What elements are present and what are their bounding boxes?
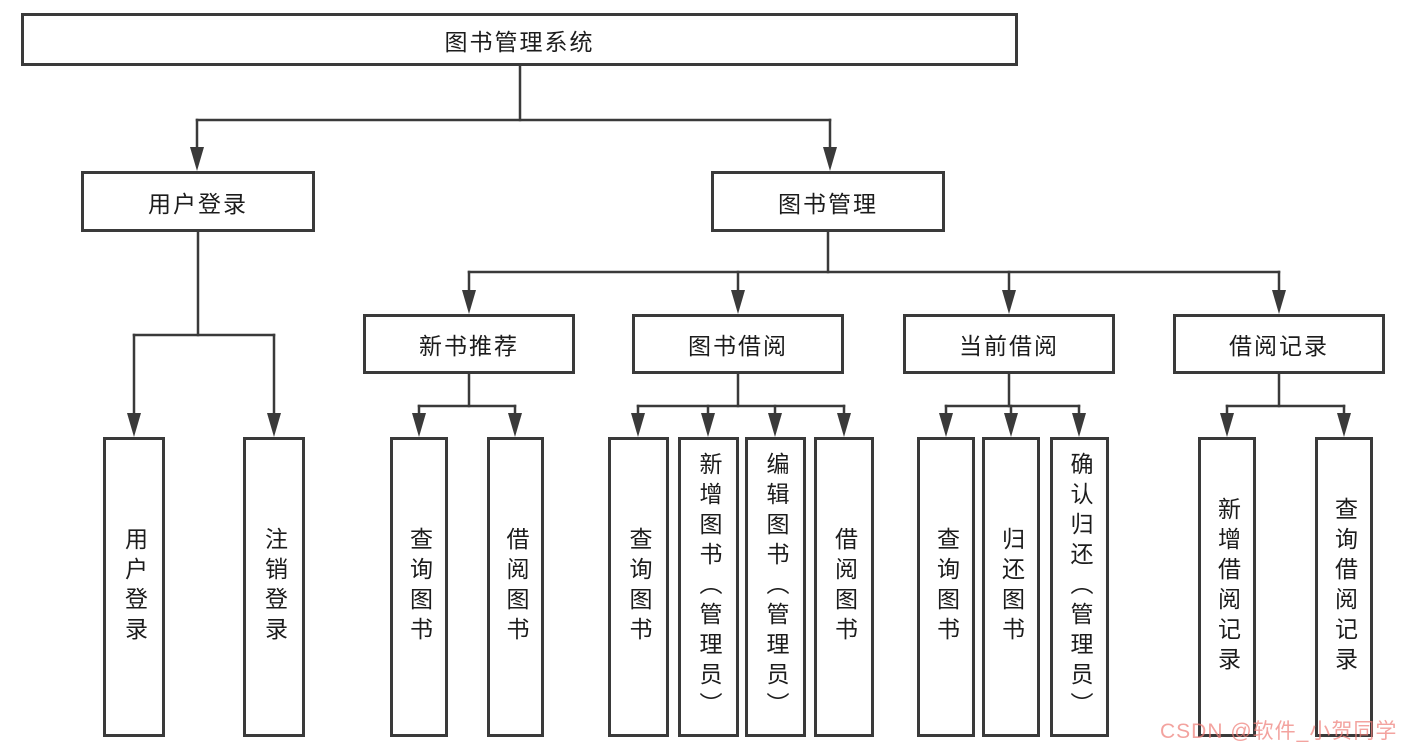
arrowhead: [631, 413, 645, 437]
leaf-label: 确认归还（管理员）: [1067, 452, 1093, 722]
leaf-label: 新增图书（管理员）: [696, 452, 722, 722]
node-user-login: 用户登录: [81, 171, 315, 232]
arrowhead: [837, 413, 851, 437]
arrowhead: [267, 413, 281, 437]
connector-book-borrow-to-leaves: [631, 370, 851, 437]
arrowhead: [127, 413, 141, 437]
node-new-book-recommendation: 新书推荐: [363, 314, 575, 374]
arrowhead: [508, 413, 522, 437]
arrowhead: [462, 290, 476, 314]
node-edit-books-admin: 编辑图书（管理员）: [745, 437, 806, 737]
arrowhead: [731, 290, 745, 314]
arrowhead: [1272, 290, 1286, 314]
leaf-label: 查询图书: [626, 527, 652, 647]
node-query-books-current: 查询图书: [917, 437, 975, 737]
arrowhead: [939, 413, 953, 437]
node-add-books-admin: 新增图书（管理员）: [678, 437, 739, 737]
node-book-borrowing: 图书借阅: [632, 314, 844, 374]
node-current-borrowing: 当前借阅: [903, 314, 1115, 374]
arrowhead: [412, 413, 426, 437]
arrowhead: [1072, 413, 1086, 437]
node-confirm-return-admin: 确认归还（管理员）: [1050, 437, 1109, 737]
arrowhead: [823, 147, 837, 171]
node-query-books-newrec: 查询图书: [390, 437, 448, 737]
node-borrow-books-newrec: 借阅图书: [487, 437, 544, 737]
connector-new-book-rec-to-leaves: [412, 370, 522, 437]
arrowhead: [701, 413, 715, 437]
connector-book-mgmt-to-modules: [462, 228, 1286, 314]
node-query-borrow-record: 查询借阅记录: [1315, 437, 1373, 737]
leaf-label: 查询图书: [933, 527, 960, 647]
connector-root-to-branches: [190, 64, 837, 171]
connector-user-login-to-leaves: [127, 228, 281, 437]
arrowhead: [1004, 413, 1018, 437]
leaf-label: 注销登录: [261, 527, 288, 647]
leaf-label: 借阅图书: [503, 527, 529, 647]
leaf-label: 新增借阅记录: [1214, 497, 1241, 677]
connector-borrow-records-to-leaves: [1220, 370, 1351, 437]
node-root-library-system: 图书管理系统: [21, 13, 1018, 66]
node-borrowing-records: 借阅记录: [1173, 314, 1385, 374]
node-logout-leaf: 注销登录: [243, 437, 305, 737]
arrowhead: [1337, 413, 1351, 437]
node-add-borrow-record: 新增借阅记录: [1198, 437, 1256, 737]
leaf-label: 编辑图书（管理员）: [763, 452, 789, 722]
node-user-login-leaf: 用户登录: [103, 437, 165, 737]
leaf-label: 用户登录: [121, 527, 148, 647]
leaf-label: 借阅图书: [831, 527, 858, 647]
arrowhead: [768, 413, 782, 437]
node-return-books: 归还图书: [982, 437, 1040, 737]
arrowhead: [1002, 290, 1016, 314]
leaf-label: 归还图书: [998, 527, 1025, 647]
arrowhead: [190, 147, 204, 171]
csdn-watermark: CSDN @软件_小贺同学: [1160, 720, 1398, 743]
node-book-management: 图书管理: [711, 171, 945, 232]
connector-current-borrow-to-leaves: [939, 370, 1086, 437]
arrowhead: [1220, 413, 1234, 437]
node-query-books-borrow: 查询图书: [608, 437, 669, 737]
node-borrow-books-borrow: 借阅图书: [814, 437, 874, 737]
leaf-label: 查询图书: [406, 527, 433, 647]
leaf-label: 查询借阅记录: [1331, 497, 1358, 677]
